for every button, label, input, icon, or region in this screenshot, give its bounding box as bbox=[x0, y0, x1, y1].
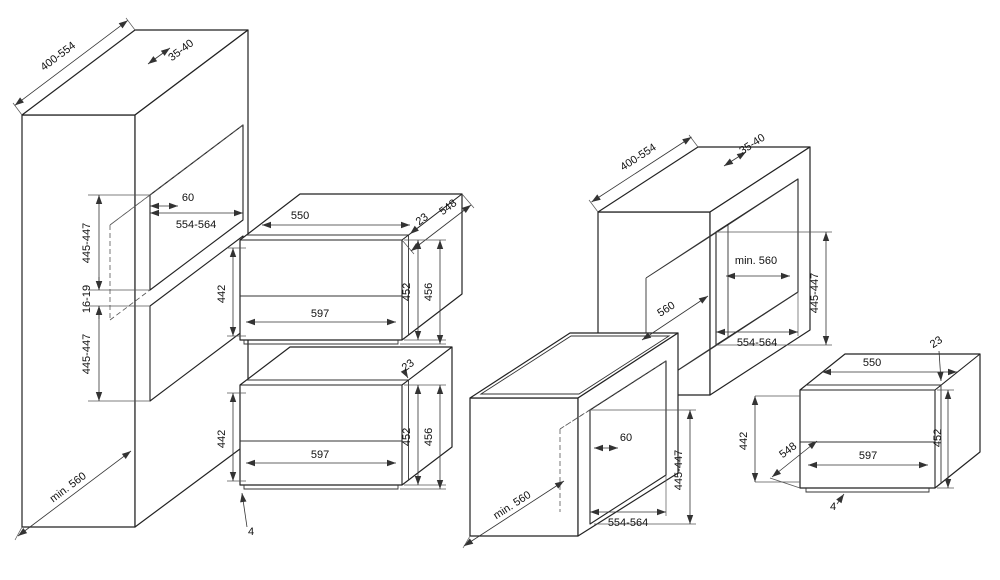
dim-left-oven2-bottom-gap: 4 bbox=[248, 526, 254, 538]
dim-left-cabinet-depth: 400-554 bbox=[38, 40, 77, 74]
right-oven-edges bbox=[800, 353, 981, 488]
tall-cabinet-right-face bbox=[134, 29, 249, 528]
right-installation-drawing: 400-554 35-40 min. 560 560 445-447 554-5… bbox=[462, 132, 981, 549]
dim-left-niche-height-bottom: 445-447 bbox=[81, 334, 93, 374]
dim-right-niche-width: 554-564 bbox=[737, 337, 777, 349]
left-installation-drawing: 400-554 35-40 60 554-564 445-447 16-19 4… bbox=[12, 17, 475, 541]
dim-left-oven-top-width: 550 bbox=[291, 210, 309, 222]
dim-left-niche-back-gap: 60 bbox=[182, 192, 194, 204]
upper-oven-silhouette bbox=[239, 193, 463, 341]
lower-oven-frame-step bbox=[246, 379, 409, 480]
right-dimension-lines bbox=[462, 134, 957, 549]
dim-right-oven-front-height: 452 bbox=[932, 429, 944, 447]
compact-oven-right bbox=[799, 353, 981, 493]
right-oven-feet bbox=[805, 488, 930, 493]
upper-niche-opening bbox=[149, 124, 244, 291]
upper-oven-feet bbox=[243, 340, 399, 345]
dim-right-base-niche-height: 445-447 bbox=[673, 450, 685, 490]
dim-right-base-back-gap: 60 bbox=[620, 432, 632, 444]
dim-left-oven-body-height: 442 bbox=[216, 285, 228, 303]
dim-left-niche-gap: 16-19 bbox=[81, 285, 93, 313]
upper-compact-oven bbox=[239, 193, 463, 345]
right-oven-frame-step bbox=[806, 384, 942, 483]
dim-left-niche-height-top: 445-447 bbox=[81, 223, 93, 263]
dim-right-base-niche-width: 554-564 bbox=[608, 517, 648, 529]
dim-left-oven2-front-height: 452 bbox=[401, 428, 413, 446]
dim-left-oven-front-height: 452 bbox=[401, 283, 413, 301]
dim-left-oven-width: 597 bbox=[311, 308, 329, 320]
lower-oven-feet bbox=[243, 485, 399, 490]
left-dimension-lines bbox=[12, 17, 475, 541]
lower-compact-oven bbox=[239, 346, 453, 490]
dim-right-cabinet-depth: 400-554 bbox=[618, 141, 658, 173]
base-cabinet-front-face bbox=[469, 397, 579, 537]
dim-right-niche-min-depth: min. 560 bbox=[735, 255, 777, 267]
dim-left-oven-frame-depth: 23 bbox=[414, 211, 431, 228]
right-oven-silhouette bbox=[799, 353, 981, 489]
dim-right-oven-bottom-gap: 4 bbox=[830, 501, 836, 513]
dim-left-oven-total-height: 456 bbox=[423, 283, 435, 301]
lower-oven-silhouette bbox=[239, 346, 453, 486]
tall-cabinet-front-face bbox=[21, 114, 136, 528]
dim-left-oven2-width: 597 bbox=[311, 449, 329, 461]
lower-oven-edges bbox=[240, 346, 453, 485]
upper-niche-hidden-edges bbox=[109, 124, 244, 321]
tall-cabinet bbox=[21, 29, 249, 528]
dim-right-oven-width: 597 bbox=[859, 450, 877, 462]
dim-right-oven-frame-depth: 23 bbox=[928, 334, 945, 351]
base-cabinet-niche-hidden-edges bbox=[559, 360, 667, 512]
dim-left-oven2-total-height: 456 bbox=[423, 428, 435, 446]
dim-right-oven-body-height: 442 bbox=[738, 432, 750, 450]
dim-left-oven2-body-height: 442 bbox=[216, 430, 228, 448]
dim-left-niche-width: 554-564 bbox=[176, 219, 216, 231]
dim-right-oven-top-width: 550 bbox=[863, 357, 881, 369]
dim-left-oven2-frame-depth: 23 bbox=[400, 357, 417, 374]
base-cabinet-right-face bbox=[577, 332, 679, 537]
dim-right-niche-height: 445-447 bbox=[809, 273, 821, 313]
upper-oven-frame-step bbox=[246, 234, 409, 335]
